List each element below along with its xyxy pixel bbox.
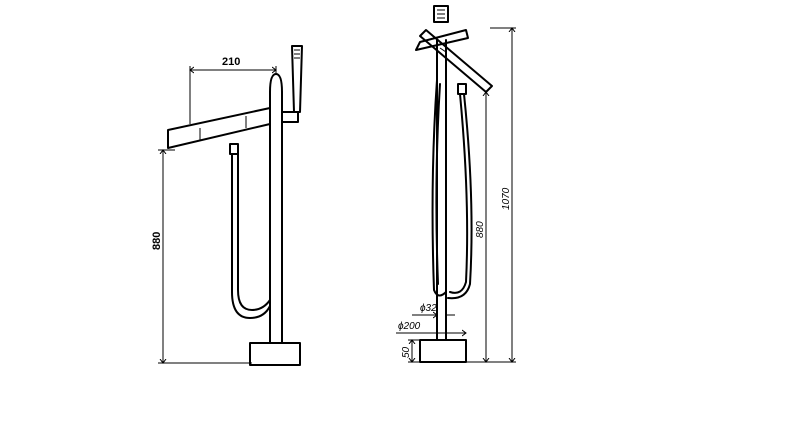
front-hose-right — [449, 93, 469, 294]
side-hose-inner — [237, 153, 271, 311]
front-handle-hub — [439, 47, 447, 53]
side-column-cap — [269, 73, 283, 93]
front-hose-connector — [457, 83, 467, 95]
front-hose-left — [431, 79, 447, 297]
front-base-height-label: 50 — [401, 346, 412, 358]
side-hose-outer — [231, 153, 271, 319]
side-hose-connector — [229, 143, 239, 155]
side-height-label: 880 — [151, 232, 163, 250]
front-hose-height-label: 880 — [475, 221, 486, 238]
front-base-diameter-label: ϕ200 — [398, 321, 421, 332]
side-width-label: 210 — [222, 56, 240, 68]
side-spout — [167, 107, 271, 149]
front-pipe-diameter-label: ϕ32 — [420, 303, 437, 314]
side-view: 210 880 — [151, 45, 303, 366]
front-handle-left — [415, 29, 469, 51]
side-holder — [281, 111, 299, 123]
side-hand-shower — [291, 45, 303, 113]
front-hose-left-inner — [435, 83, 441, 285]
front-base — [419, 339, 467, 363]
front-view: 1070 880 ϕ32 ϕ200 50 — [396, 5, 516, 363]
front-total-height-label: 1070 — [501, 187, 512, 210]
front-shower-head — [433, 5, 449, 23]
front-handle-right — [419, 29, 493, 93]
front-hose-right-inner — [447, 93, 473, 300]
side-base — [249, 342, 301, 366]
